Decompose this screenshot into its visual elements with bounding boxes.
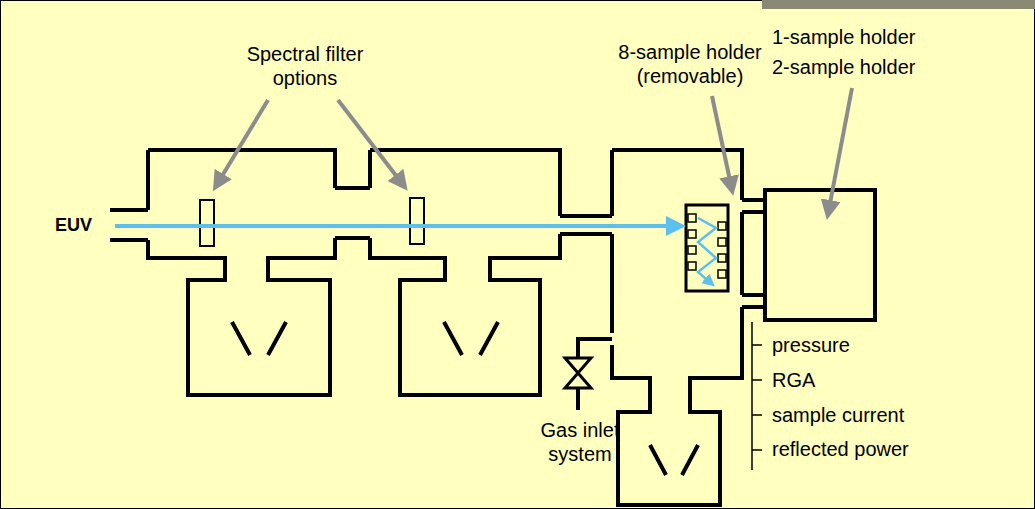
spectral-filter xyxy=(200,200,214,246)
measurement-label: reflected power xyxy=(772,437,909,461)
chamber-one xyxy=(148,150,335,395)
callout-arrows xyxy=(216,88,852,214)
vacuum-chambers xyxy=(110,150,875,505)
callout-arrow xyxy=(216,100,268,186)
callout-label: 8-sample holder (removable) xyxy=(598,40,782,88)
sample-holder xyxy=(686,205,728,291)
euv-zigzag xyxy=(698,218,716,284)
measurement-label: pressure xyxy=(772,333,850,357)
euv-beam xyxy=(115,224,680,228)
load-lock-box xyxy=(765,190,875,320)
gas-inlet-label: Gas inlet system xyxy=(528,418,632,466)
main-chamber xyxy=(612,150,742,505)
photo-corner xyxy=(762,0,1035,9)
measurement-label: RGA xyxy=(772,368,815,392)
callout-label: Spectral filter options xyxy=(225,42,385,90)
callout-label: 1-sample holder xyxy=(772,25,915,49)
callout-arrow xyxy=(828,88,852,214)
pump-symbol xyxy=(232,322,286,355)
gas-line xyxy=(576,388,580,410)
callout-label: 2-sample holder xyxy=(772,55,915,79)
gas-line xyxy=(578,339,612,358)
pump-symbol xyxy=(650,445,698,475)
callout-arrow xyxy=(338,100,404,186)
callout-arrow xyxy=(712,96,732,190)
pump-symbol xyxy=(444,322,498,355)
bracket xyxy=(752,322,762,470)
valve-symbol xyxy=(565,358,591,388)
spectral-filter xyxy=(410,198,424,244)
chamber-two xyxy=(370,150,560,395)
measurement-label: sample current xyxy=(772,403,904,427)
connecting-tube xyxy=(335,188,370,238)
connecting-tube xyxy=(742,200,765,307)
beam-label: EUV xyxy=(55,213,92,237)
holder-frame xyxy=(686,205,728,291)
